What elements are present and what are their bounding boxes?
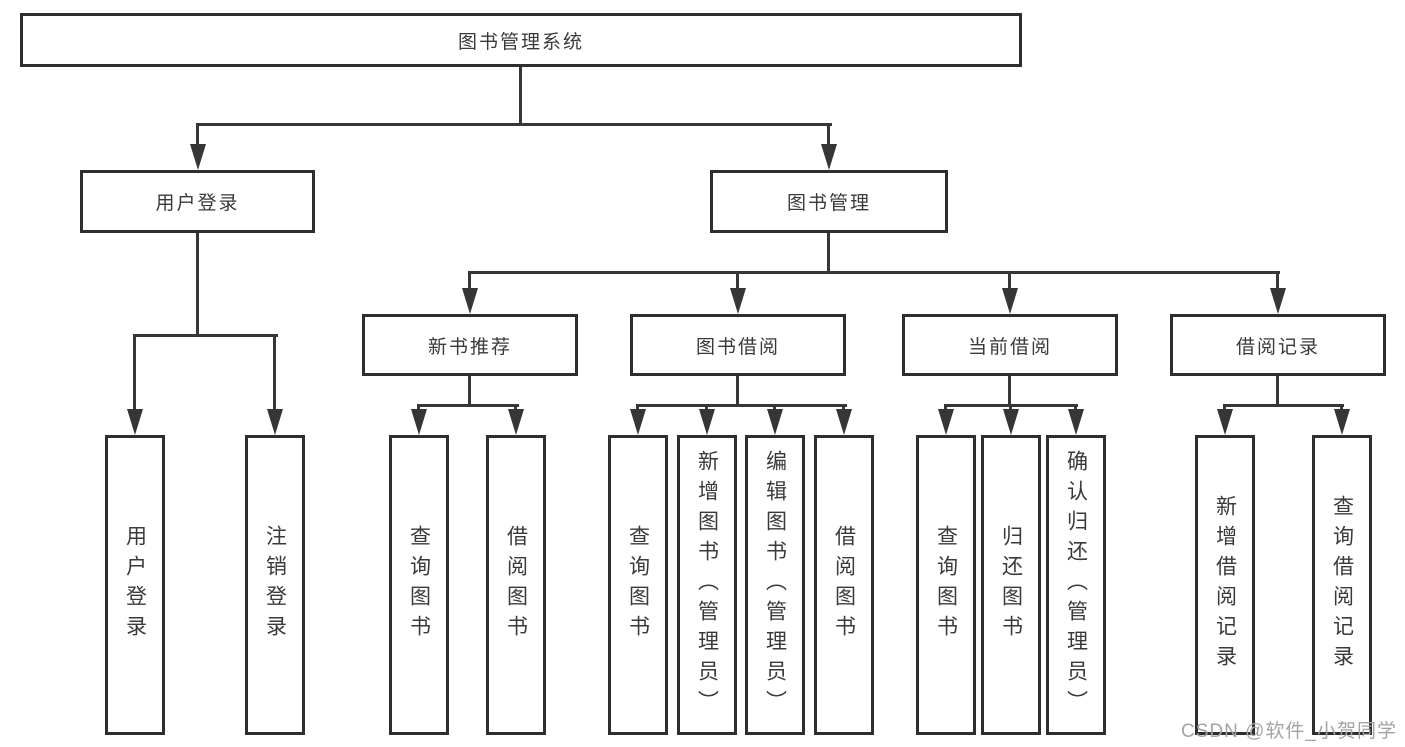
- connector-line: [133, 334, 136, 410]
- connector-line: [514, 404, 517, 412]
- node-label: 查询图书: [626, 525, 650, 645]
- arrow-down-icon: [1217, 409, 1233, 435]
- connector-line: [636, 404, 639, 412]
- node-label: 借阅记录: [1235, 336, 1320, 358]
- node-current-borrowing: 当前借阅: [902, 314, 1118, 376]
- node-label: 查询图书: [407, 525, 431, 645]
- node-borrowing-records: 借阅记录: [1170, 314, 1386, 376]
- arrow-down-icon: [1002, 288, 1018, 314]
- node-label: 借阅图书: [504, 525, 528, 645]
- connector-line: [827, 123, 830, 148]
- node-new-book-recommendation: 新书推荐: [362, 314, 578, 376]
- arrow-down-icon: [1334, 409, 1350, 435]
- connector-line: [133, 334, 278, 337]
- arrow-down-icon: [699, 409, 715, 435]
- node-borrow-books-2: 借阅图书: [814, 435, 874, 735]
- node-label: 查询图书: [934, 525, 958, 645]
- connector-line: [196, 123, 832, 126]
- connector-line: [196, 123, 199, 148]
- arrow-down-icon: [730, 288, 746, 314]
- node-label: 图书管理系统: [457, 31, 584, 53]
- node-query-borrowing-record: 查询借阅记录: [1312, 435, 1372, 735]
- connector-line: [1074, 404, 1077, 412]
- node-borrow-books-1: 借阅图书: [486, 435, 546, 735]
- node-query-books-2: 查询图书: [608, 435, 668, 735]
- arrow-down-icon: [938, 409, 954, 435]
- connector-line: [1340, 404, 1343, 412]
- node-label: 用户登录: [123, 525, 147, 645]
- connector-line: [705, 404, 708, 412]
- node-query-books-3: 查询图书: [916, 435, 976, 735]
- node-return-books: 归还图书: [981, 435, 1041, 735]
- connector-line: [1009, 404, 1012, 412]
- connector-line: [842, 404, 845, 412]
- arrow-down-icon: [462, 288, 478, 314]
- connector-line: [468, 271, 471, 290]
- arrow-down-icon: [821, 144, 837, 170]
- connector-line: [1223, 404, 1344, 407]
- connector-line: [1276, 376, 1279, 407]
- node-label: 图书管理: [786, 193, 871, 214]
- node-add-books-admin: 新增图书（管理员）: [677, 435, 737, 735]
- arrow-down-icon: [1270, 288, 1286, 314]
- node-user-login: 用户登录: [80, 170, 315, 233]
- connector-line: [944, 404, 947, 412]
- connector-line: [468, 376, 471, 407]
- node-label: 当前借阅: [967, 336, 1052, 358]
- node-book-borrowing: 图书借阅: [630, 314, 846, 376]
- csdn-watermark: CSDN @软件_小贺同学: [1181, 721, 1397, 742]
- node-label: 编辑图书（管理员）: [763, 450, 787, 720]
- connector-line: [273, 334, 276, 410]
- node-label: 查询借阅记录: [1330, 495, 1354, 675]
- node-label: 新书推荐: [427, 336, 512, 358]
- arrow-down-icon: [508, 409, 524, 435]
- node-edit-books-admin: 编辑图书（管理员）: [745, 435, 805, 735]
- node-label: 图书借阅: [695, 336, 780, 358]
- connector-line: [736, 271, 739, 290]
- arrow-down-icon: [1003, 409, 1019, 435]
- connector-line: [468, 271, 1280, 274]
- connector-line: [773, 404, 776, 412]
- arrow-down-icon: [836, 409, 852, 435]
- connector-line: [1008, 376, 1011, 407]
- connector-line: [636, 404, 847, 407]
- arrow-down-icon: [127, 409, 143, 435]
- node-query-books-1: 查询图书: [389, 435, 449, 735]
- connector-line: [417, 404, 420, 412]
- connector-line: [827, 233, 830, 273]
- connector-line: [1276, 271, 1279, 290]
- connector-line: [519, 67, 522, 126]
- arrow-down-icon: [767, 409, 783, 435]
- connector-line: [1008, 271, 1011, 290]
- node-label: 新增图书（管理员）: [695, 450, 719, 720]
- arrow-down-icon: [190, 144, 206, 170]
- node-confirm-return-admin: 确认归还（管理员）: [1046, 435, 1106, 735]
- node-book-management-system: 图书管理系统: [20, 13, 1022, 67]
- connector-line: [736, 376, 739, 407]
- arrow-down-icon: [411, 409, 427, 435]
- arrow-down-icon: [267, 409, 283, 435]
- node-user-login-leaf: 用户登录: [105, 435, 165, 735]
- connector-line: [417, 404, 519, 407]
- node-label: 归还图书: [999, 525, 1023, 645]
- node-add-borrowing-record: 新增借阅记录: [1195, 435, 1255, 735]
- node-label: 用户登录: [155, 193, 240, 214]
- node-label: 注销登录: [263, 525, 287, 645]
- connector-line: [196, 233, 199, 336]
- arrow-down-icon: [630, 409, 646, 435]
- node-logout-login: 注销登录: [245, 435, 305, 735]
- node-label: 借阅图书: [832, 525, 856, 645]
- connector-line: [1223, 404, 1226, 412]
- node-book-management: 图书管理: [710, 170, 948, 233]
- node-label: 新增借阅记录: [1213, 495, 1237, 675]
- node-label: 确认归还（管理员）: [1064, 450, 1088, 720]
- arrow-down-icon: [1068, 409, 1084, 435]
